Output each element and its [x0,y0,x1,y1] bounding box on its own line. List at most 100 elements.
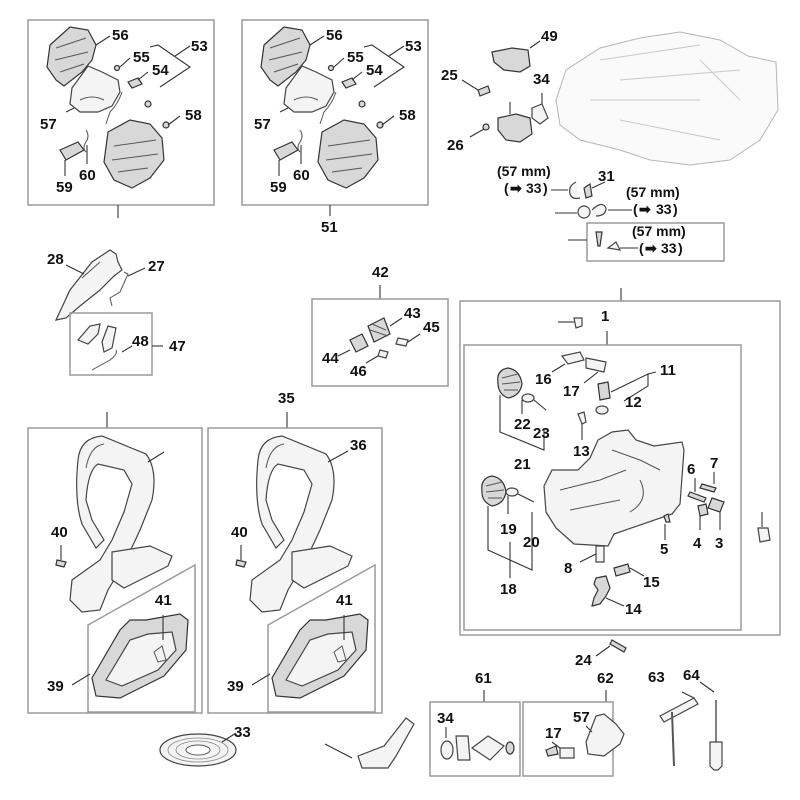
engine-detail [590,44,741,141]
fitting-part [595,231,603,247]
label-59: 59 [270,179,287,196]
valve-part [597,381,611,401]
handle-detail [81,261,101,279]
filter-part [577,205,591,219]
wire-part [105,91,123,125]
label-34: 34 [533,71,550,88]
diaphragm-part [455,735,471,761]
seal-part [505,487,519,497]
label-54: 54 [366,62,383,79]
chain-catcher-part [591,575,611,607]
sleeve-part [595,545,605,563]
label-64: 64 [683,667,700,684]
trigger-part [76,323,101,345]
label-3: 3 [715,535,723,552]
pickup-part [545,745,559,757]
throttle-rod-part [109,271,129,307]
carburetor-group-left: 56 55 54 53 57 58 59 60 [27,19,215,218]
hose-ref-open: ( [504,180,509,196]
crankcase-part [543,429,685,547]
crankcase-outer-box [459,300,781,636]
label-39: 39 [47,678,64,695]
screw-part [235,559,247,568]
handlebar-part [69,435,155,613]
av-spring-part [367,317,391,343]
label-35: 35 [278,390,295,407]
oring-part [505,741,515,755]
label-17: 17 [545,725,562,742]
label-53: 53 [191,38,208,55]
label-12: 12 [625,394,642,411]
filter-detail [79,96,105,101]
pickup-body-part [560,351,585,365]
label-56: 56 [112,27,129,44]
label-27: 27 [148,258,165,275]
valve-part [606,241,622,251]
spring-coils [369,323,389,337]
engine-outline [555,31,779,166]
screw-part [162,121,170,129]
crankcase-inner-box [463,344,742,631]
label-61: 61 [475,670,492,687]
hose-size-note: (57 mm) [626,184,680,200]
label-62: 62 [597,670,614,687]
label-31: 31 [598,168,615,185]
group-box [207,427,383,714]
label-7: 7 [710,455,718,472]
label-1: 1 [601,308,609,325]
screw-part [144,100,152,108]
handlebar-grip-line [85,443,105,469]
label-54: 54 [152,62,169,79]
engine-group: 49 25 34 26 (57 mm) ( ➡ 33 ) 31 (57 mm) … [441,28,779,262]
bolt-part [609,639,627,653]
fuel-filter-part [559,747,575,759]
cap-grip [485,481,505,499]
handlebar-group-right: 35 36 40 41 39 [207,390,383,714]
seal-part [521,393,535,403]
label-55: 55 [133,49,150,66]
label-44: 44 [322,350,339,367]
stud-part [699,483,717,493]
label-45: 45 [423,319,440,336]
handlebar-bracket-part [111,545,173,589]
gasket-part [531,103,549,125]
gasket-kit-box [429,701,521,777]
label-60: 60 [293,167,310,184]
label-41: 41 [155,592,172,609]
av-kit-group: 42 43 45 44 46 [311,264,449,387]
screw-part [395,337,409,347]
throttle-shaft-part [59,141,85,161]
label-24: 24 [575,652,592,669]
label-41: 41 [336,592,353,609]
label-36: 36 [350,437,367,454]
carburetor-part [317,119,379,189]
spring-part [91,349,117,371]
label-59: 59 [56,179,73,196]
label-11: 11 [660,362,676,379]
seal-part [595,405,609,415]
hose-size-note: (57 mm) [497,163,551,179]
carburetor-part [497,113,533,143]
label-4: 4 [693,535,702,552]
hose-ref-open: ( [639,240,644,256]
chain-guard-box [87,563,196,713]
label-19: 19 [500,521,517,538]
screwdriver-part [709,741,723,771]
handlebar-bracket-part [291,545,353,589]
label-21: 21 [514,456,531,473]
label-55: 55 [347,49,364,66]
label-51: 51 [321,219,338,236]
elbow-fitting-part [357,717,415,769]
carburetor-part [103,119,165,189]
label-26: 26 [447,137,464,154]
combination-wrench-part [659,697,699,723]
trigger-kit-box [69,312,153,376]
group-box [27,427,203,714]
gasket-part [440,740,454,760]
hose-size-note: (57 mm) [632,223,686,239]
label-34: 34 [437,710,454,727]
label-25: 25 [441,67,458,84]
group-box [241,19,429,206]
rear-handle-part [54,249,123,321]
